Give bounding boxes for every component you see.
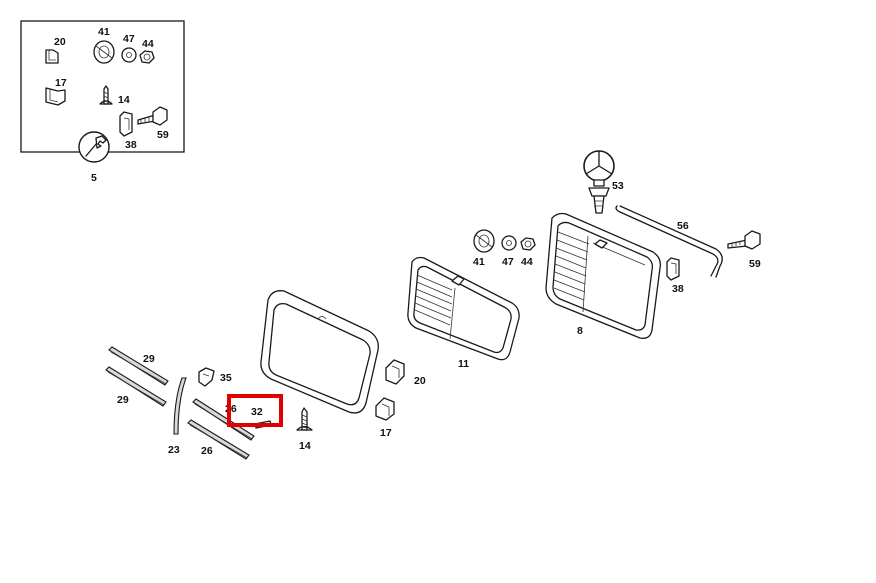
frame-clip-17-icon: [375, 397, 395, 421]
label-32: 32: [251, 406, 263, 418]
label-41: 41: [98, 26, 110, 38]
label-56: 56: [677, 220, 689, 232]
inset-box: 20 17 41 47 44 1: [20, 20, 185, 184]
label-44: 44: [142, 38, 154, 50]
highlight-box: [227, 394, 283, 427]
label-59-right: 59: [749, 258, 761, 270]
label-8: 8: [577, 325, 583, 337]
label-17: 17: [55, 77, 67, 89]
label-38: 38: [125, 139, 137, 151]
clip-38-right-icon: [666, 257, 680, 281]
wrench-icon: [78, 131, 110, 163]
clip-17-icon: [45, 87, 66, 106]
label-17-frame: 17: [380, 427, 392, 439]
star-emblem-icon: [583, 150, 615, 214]
strip-26-lower-icon: [187, 419, 250, 460]
rod-56-icon: [615, 205, 723, 278]
label-53: 53: [612, 180, 624, 192]
label-20-frame: 20: [414, 375, 426, 387]
clip-20-icon: [45, 49, 59, 64]
frame-clip-20-icon: [385, 359, 405, 385]
washer-47-icon: [121, 47, 137, 63]
label-26-lower: 26: [201, 445, 213, 457]
label-29-lower: 29: [117, 394, 129, 406]
nut-41-icon: [93, 40, 115, 64]
grille-frame-icon: [260, 290, 379, 414]
label-59: 59: [157, 129, 169, 141]
clip-38-icon: [119, 111, 133, 137]
washer-47-right-icon: [501, 235, 517, 251]
label-11: 11: [458, 358, 469, 370]
grille-8-icon: [545, 212, 661, 339]
bolt-59-right-icon: [727, 230, 761, 250]
grille-11-icon: [407, 256, 520, 361]
label-23: 23: [168, 444, 180, 456]
label-29-upper: 29: [143, 353, 155, 365]
label-14: 14: [118, 94, 130, 106]
nut-41-right-icon: [473, 229, 495, 253]
label-47-right: 47: [502, 256, 514, 268]
label-20: 20: [54, 36, 66, 48]
strip-29-lower-icon: [105, 366, 167, 407]
label-44-right: 44: [521, 256, 533, 268]
nut-44-right-icon: [520, 237, 536, 251]
nut-44-icon: [139, 50, 155, 64]
screw-14-main-icon: [296, 407, 313, 431]
clip-35-icon: [198, 367, 215, 387]
label-14-main: 14: [299, 440, 311, 452]
label-38-right: 38: [672, 283, 684, 295]
label-5: 5: [91, 172, 97, 184]
label-41-right: 41: [473, 256, 485, 268]
label-35: 35: [220, 372, 232, 384]
strip-29-upper-icon: [108, 346, 169, 386]
strip-23-icon: [173, 377, 187, 435]
screw-14-icon: [99, 85, 113, 105]
bolt-59-icon: [137, 106, 168, 126]
label-47: 47: [123, 33, 135, 45]
strip-26-upper-icon: [192, 398, 255, 441]
